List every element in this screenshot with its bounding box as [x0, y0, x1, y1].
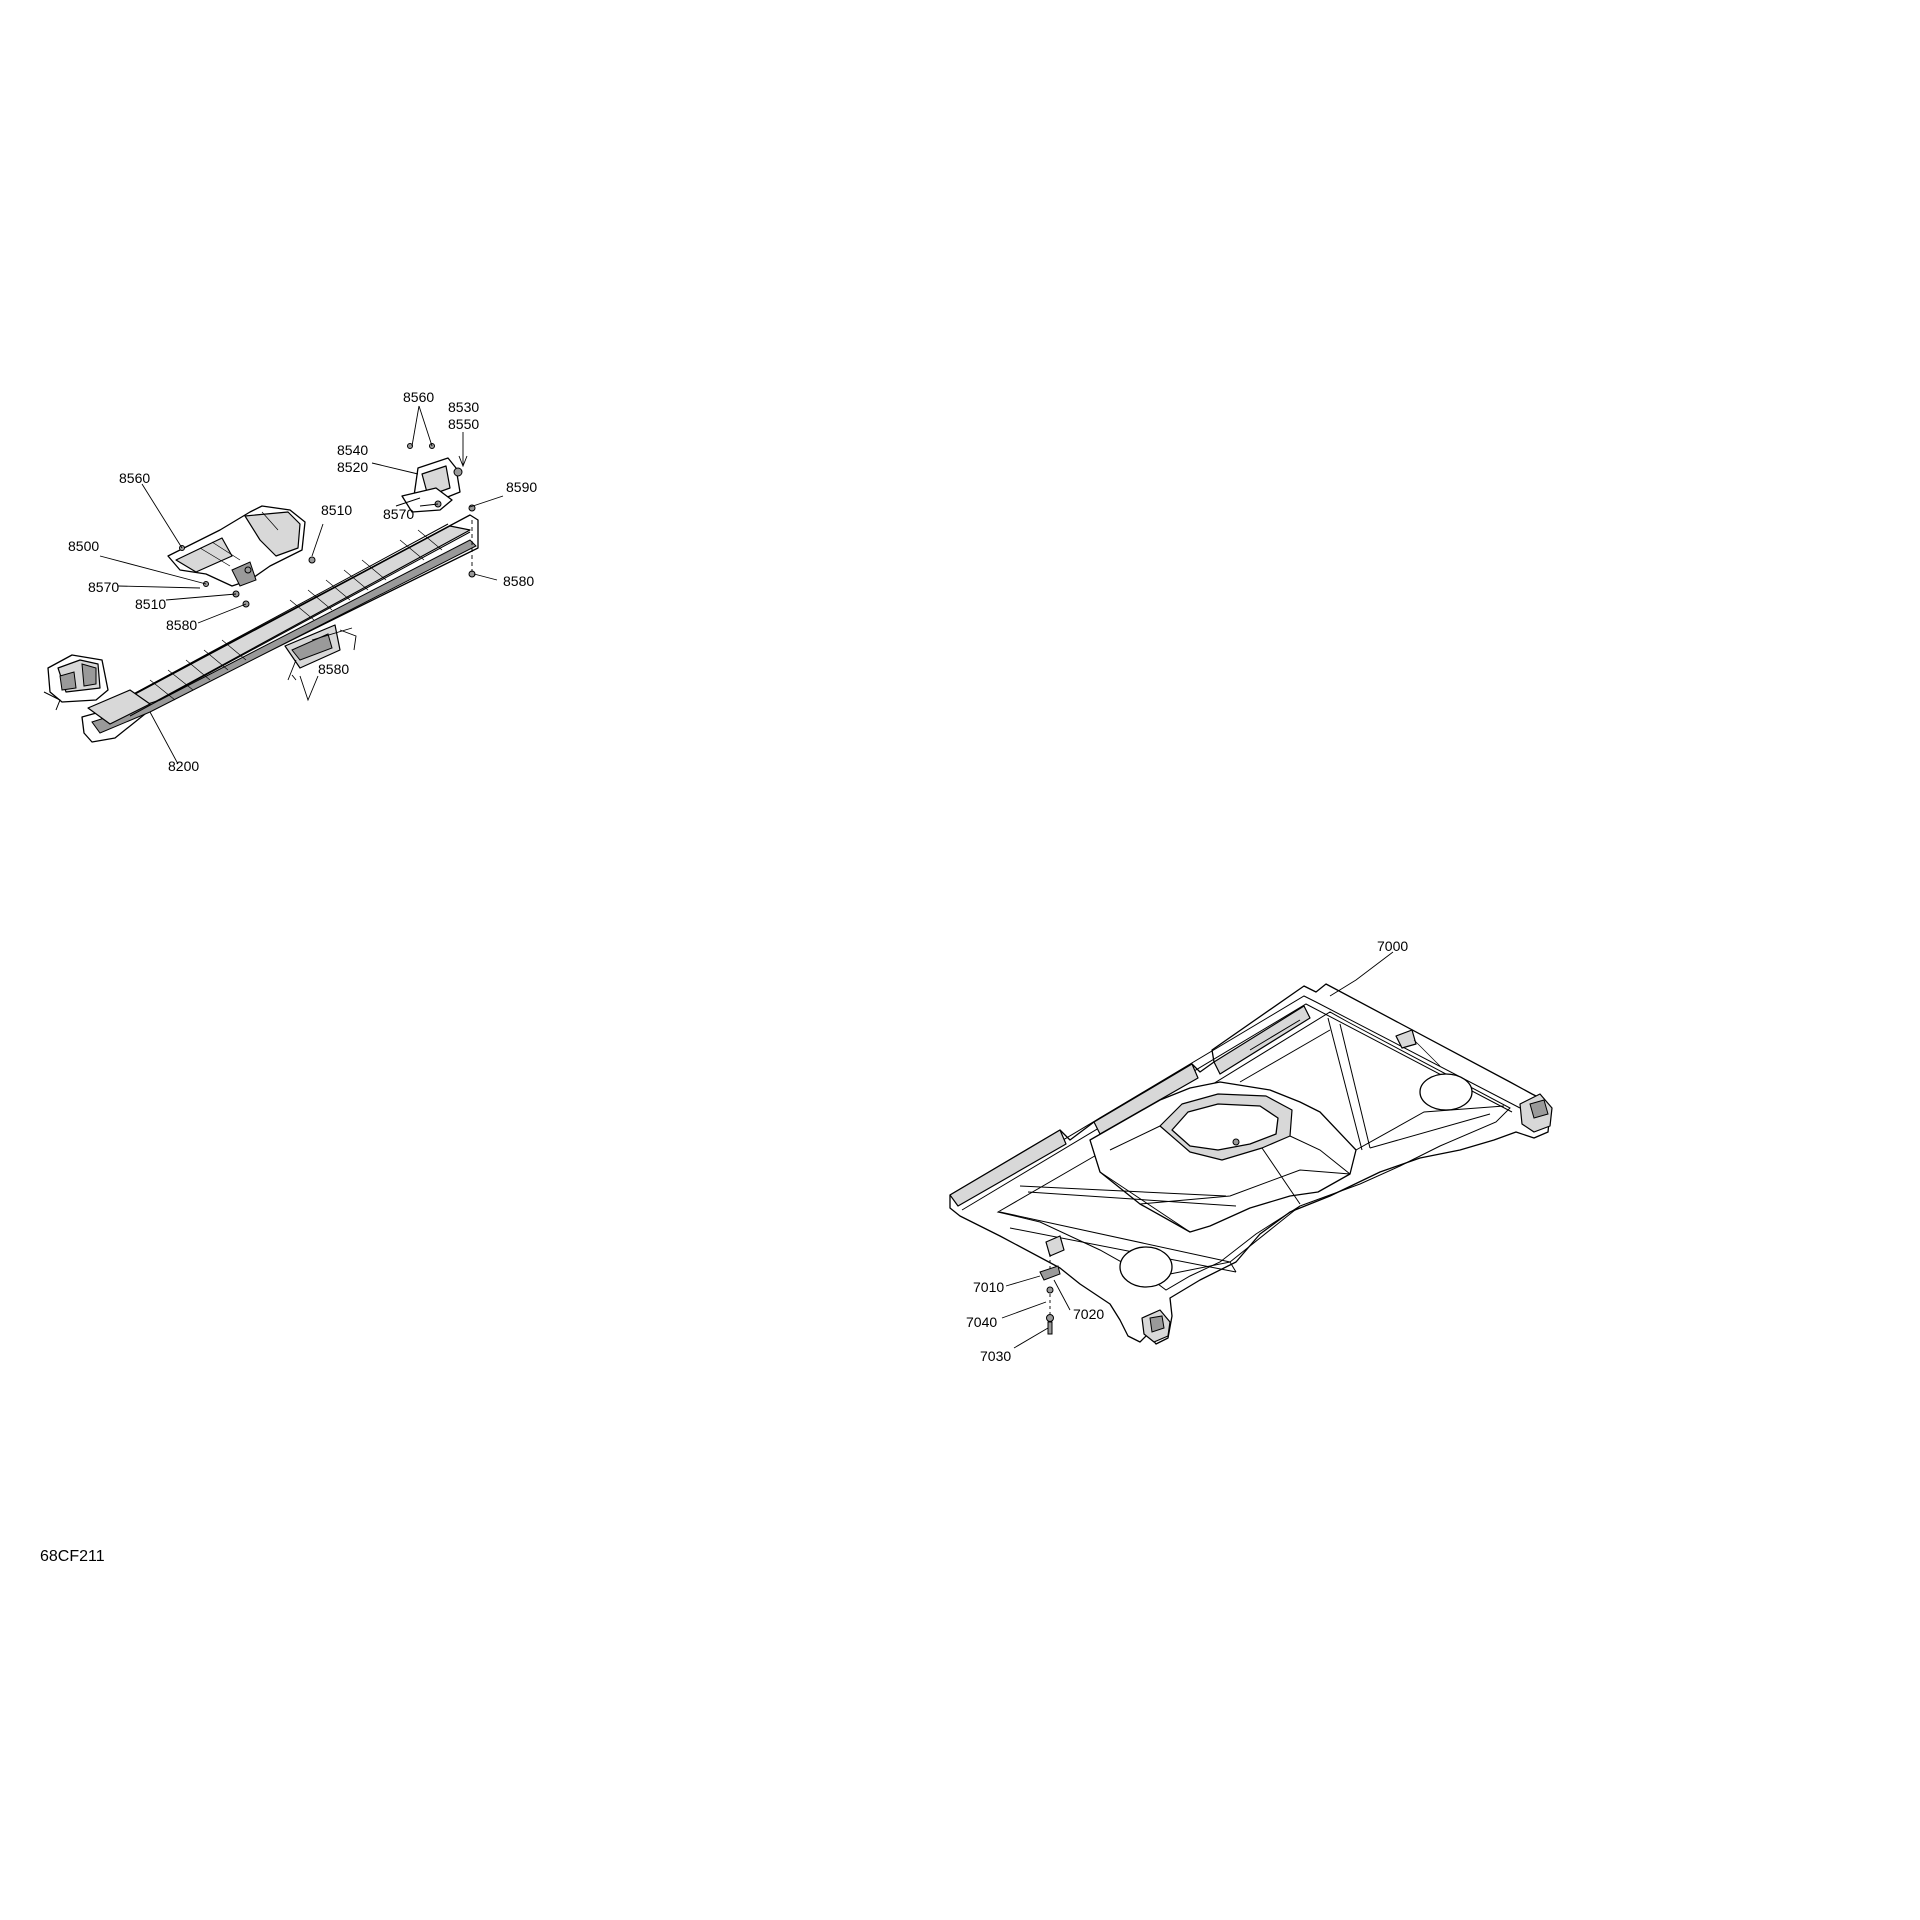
callout-8520: 8520 — [337, 459, 369, 475]
upper-floor-rail-assembly — [43, 443, 479, 743]
callout-8510-top: 8510 — [321, 502, 353, 518]
callout-7040: 7040 — [966, 1314, 998, 1330]
callout-7000: 7000 — [1377, 938, 1409, 954]
callout-8560-top: 8560 — [403, 389, 435, 405]
callout-8580-right: 8580 — [503, 573, 535, 589]
upper-leader-lines — [99, 405, 504, 765]
callout-8530: 8530 — [448, 399, 480, 415]
callout-8570-right: 8570 — [383, 506, 415, 522]
callout-8200: 8200 — [168, 758, 200, 774]
callout-8540: 8540 — [337, 442, 369, 458]
callout-8560-left: 8560 — [119, 470, 151, 486]
lower-leader-lines — [1001, 951, 1394, 1349]
diagram-code: 68CF211 — [40, 1548, 105, 1565]
callout-8570-left: 8570 — [88, 579, 120, 595]
callout-8550: 8550 — [448, 416, 480, 432]
callout-7030: 7030 — [980, 1348, 1012, 1364]
callout-8510-left: 8510 — [135, 596, 167, 612]
callout-8580-center: 8580 — [318, 661, 350, 677]
callout-7010: 7010 — [973, 1279, 1005, 1295]
floor-panel-7000 — [949, 983, 1553, 1345]
callout-8580-left: 8580 — [166, 617, 198, 633]
callout-8590: 8590 — [506, 479, 538, 495]
callout-8500: 8500 — [68, 538, 100, 554]
callout-7020: 7020 — [1073, 1306, 1105, 1322]
